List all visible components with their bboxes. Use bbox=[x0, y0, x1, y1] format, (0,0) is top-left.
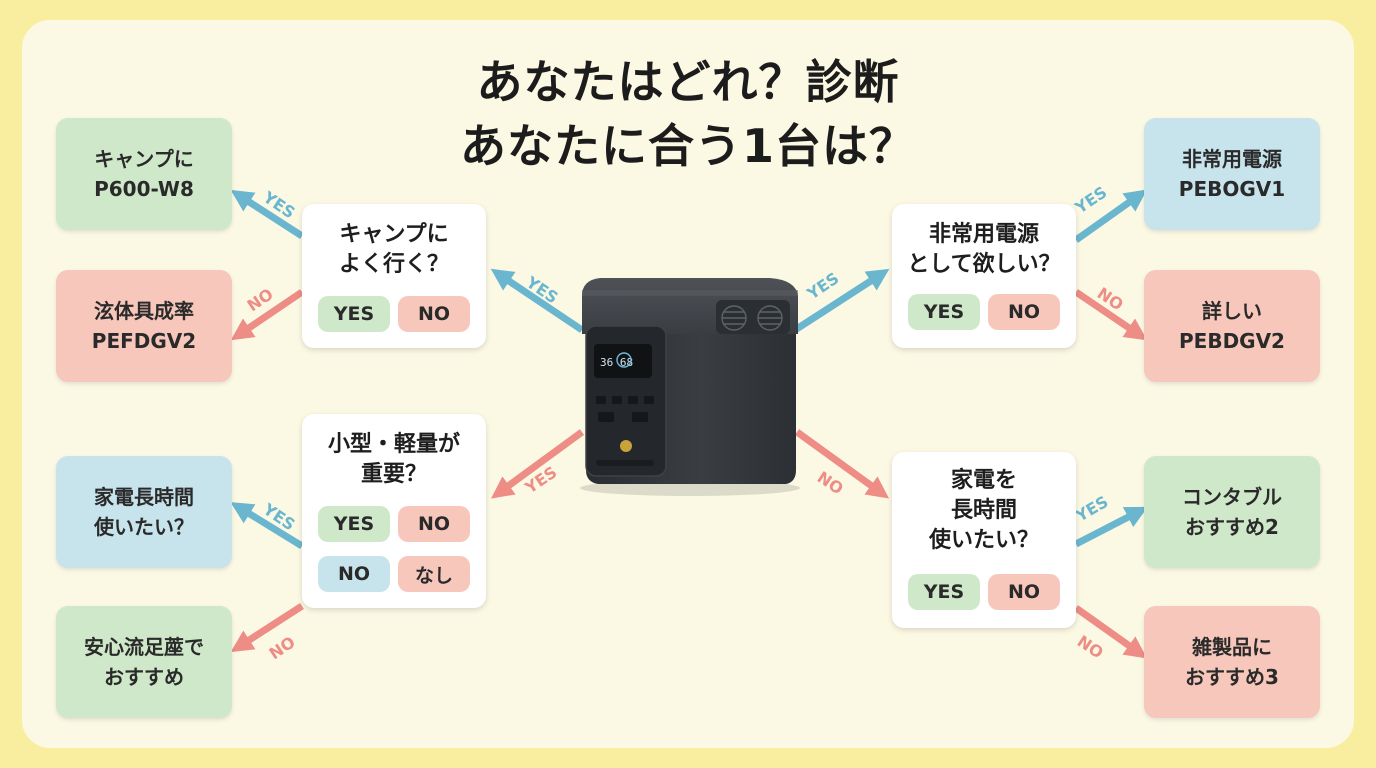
result-left-4-line1: 安心流足蓙で bbox=[84, 635, 204, 659]
result-card-right-2: 詳しい PEBDGV2 bbox=[1144, 270, 1320, 382]
question-appliance-text: 家電を 長時間 使いたい？ bbox=[892, 466, 1076, 556]
arrow-camp-yes bbox=[230, 189, 304, 239]
question-emergency-line2: として欲しい？ bbox=[907, 252, 1061, 277]
question-compact-text: 小型・軽量が 重要？ bbox=[302, 430, 486, 490]
camp-yes-button[interactable]: YES bbox=[318, 296, 390, 332]
emergency-no-button[interactable]: NO bbox=[988, 294, 1060, 330]
question-emergency-line1: 非常用電源 bbox=[928, 222, 1039, 247]
question-compact-line2: 重要？ bbox=[360, 462, 427, 487]
title-line-1: あなたはどれ？診断 bbox=[476, 55, 900, 109]
result-right-2-line2: PEBDGV2 bbox=[1179, 329, 1285, 353]
arrow-camp-no bbox=[230, 289, 304, 341]
question-card-camp: キャンプに よく行く？ YES NO bbox=[302, 204, 486, 348]
label-no-center-lower-right: NO bbox=[814, 468, 847, 499]
question-camp-line1: キャンプに bbox=[339, 222, 449, 247]
compact-yes-button[interactable]: YES bbox=[318, 506, 390, 542]
result-card-left-1: キャンプに P600-W8 bbox=[56, 118, 232, 230]
question-appliance-line1: 家電を bbox=[950, 468, 1017, 493]
arrow-center-to-compact bbox=[490, 429, 585, 499]
question-appliance-line3: 使いたい？ bbox=[928, 528, 1039, 553]
arrow-emergency-yes bbox=[1073, 189, 1148, 243]
power-station-illustration: 36 68 bbox=[580, 278, 800, 496]
question-appliance-line2: 長時間 bbox=[950, 498, 1017, 523]
display-readout: 36 68 bbox=[600, 356, 633, 369]
arrow-compact-yes bbox=[230, 502, 304, 549]
result-left-4-line2: おすすめ bbox=[104, 665, 184, 689]
appliance-no-button[interactable]: NO bbox=[988, 574, 1060, 610]
result-card-left-3: 家電長時間 使いたい？ bbox=[56, 456, 232, 568]
result-left-1-line1: キャンプに bbox=[94, 147, 194, 171]
page-title: あなたはどれ？診断 あなたに合う1台は？ bbox=[0, 50, 1376, 178]
result-card-right-3: コンタブル おすすめ2 bbox=[1144, 456, 1320, 568]
title-line-2: あなたに合う1台は？ bbox=[459, 119, 916, 173]
emergency-yes-button[interactable]: YES bbox=[908, 294, 980, 330]
result-right-1-line2: PEBOGV1 bbox=[1178, 177, 1286, 201]
arrow-compact-no bbox=[230, 603, 304, 653]
label-no-appliance: NO bbox=[1074, 632, 1107, 663]
compact-no-button[interactable]: NO bbox=[398, 506, 470, 542]
label-yes-emergency: YES bbox=[1071, 183, 1111, 218]
result-right-4-line1: 雑製品に bbox=[1192, 635, 1272, 659]
arrow-center-to-appliance bbox=[794, 429, 890, 499]
result-card-left-4: 安心流足蓙で おすすめ bbox=[56, 606, 232, 718]
result-card-right-1: 非常用電源 PEBOGV1 bbox=[1144, 118, 1320, 230]
arrow-center-to-emergency bbox=[793, 268, 890, 333]
compact-option3-button[interactable]: NO bbox=[318, 556, 390, 592]
question-emergency-text: 非常用電源 として欲しい？ bbox=[892, 220, 1076, 280]
question-camp-line2: よく行く？ bbox=[338, 252, 449, 277]
arrow-appliance-no bbox=[1073, 605, 1148, 659]
result-left-1-line2: P600-W8 bbox=[94, 177, 194, 201]
result-left-2-line1: 泫体具成率 bbox=[94, 299, 194, 323]
result-right-2-line1: 詳しい bbox=[1202, 299, 1262, 323]
appliance-yes-button[interactable]: YES bbox=[908, 574, 980, 610]
label-no-compact: NO bbox=[266, 632, 299, 663]
compact-option4-button[interactable]: なし bbox=[398, 556, 470, 592]
result-left-3-line2: 使いたい？ bbox=[94, 515, 194, 539]
result-card-left-2: 泫体具成率 PEFDGV2 bbox=[56, 270, 232, 382]
result-right-3-line1: コンタブル bbox=[1182, 485, 1282, 509]
arrow-appliance-yes bbox=[1074, 506, 1148, 548]
result-left-3-line1: 家電長時間 bbox=[94, 485, 194, 509]
label-yes-center-right: YES bbox=[803, 269, 843, 304]
result-right-3-line2: おすすめ2 bbox=[1185, 515, 1279, 539]
question-compact-line1: 小型・軽量が bbox=[327, 432, 460, 457]
camp-no-button[interactable]: NO bbox=[398, 296, 470, 332]
question-card-appliance: 家電を 長時間 使いたい？ YES NO bbox=[892, 452, 1076, 628]
arrow-emergency-no bbox=[1074, 289, 1148, 341]
question-card-compact: 小型・軽量が 重要？ YES NO NO なし bbox=[302, 414, 486, 608]
question-camp-text: キャンプに よく行く？ bbox=[302, 220, 486, 280]
result-left-2-line2: PEFDGV2 bbox=[91, 329, 197, 353]
label-yes-appliance: YES bbox=[1072, 492, 1112, 526]
result-card-right-4: 雑製品に おすすめ3 bbox=[1144, 606, 1320, 718]
question-card-emergency: 非常用電源 として欲しい？ YES NO bbox=[892, 204, 1076, 348]
result-right-4-line2: おすすめ3 bbox=[1185, 665, 1279, 689]
result-right-1-line1: 非常用電源 bbox=[1182, 147, 1282, 171]
arrow-center-to-camp bbox=[490, 268, 584, 333]
label-yes-center-lower-left: YES bbox=[521, 463, 561, 498]
